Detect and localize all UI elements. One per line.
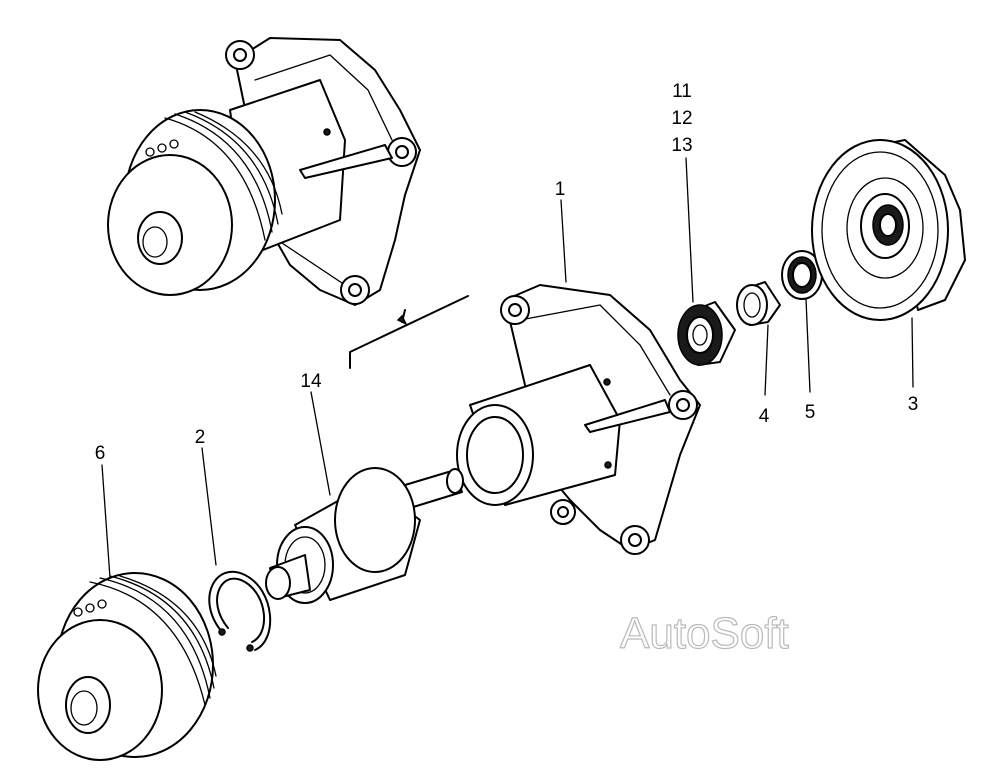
seal-bearing-part (677, 301, 736, 366)
watermark-text: AutoSoft (620, 609, 789, 658)
pulley-part (37, 572, 217, 761)
pump-housing-part (456, 284, 701, 555)
callout-part-11: 11 (672, 81, 692, 102)
seal-ring-part-5 (781, 250, 823, 300)
assembled-pump-illustration (107, 37, 421, 306)
ring-part-4 (736, 281, 781, 326)
assembly-bracket (349, 295, 469, 369)
leader-lines (101, 157, 914, 579)
callout-part-2: 2 (195, 427, 206, 448)
callout-part-12: 12 (671, 108, 692, 129)
shaft-bearing-part (265, 467, 464, 604)
callout-part-5: 5 (805, 402, 816, 423)
callout-part-6: 6 (95, 443, 106, 464)
impeller-part (811, 139, 966, 321)
retaining-ring-part (208, 570, 272, 652)
callout-part-13: 13 (671, 135, 692, 156)
callout-part-1: 1 (555, 179, 566, 200)
callout-part-4: 4 (759, 406, 770, 427)
callout-part-3: 3 (908, 394, 919, 415)
callout-part-14: 14 (300, 371, 322, 392)
